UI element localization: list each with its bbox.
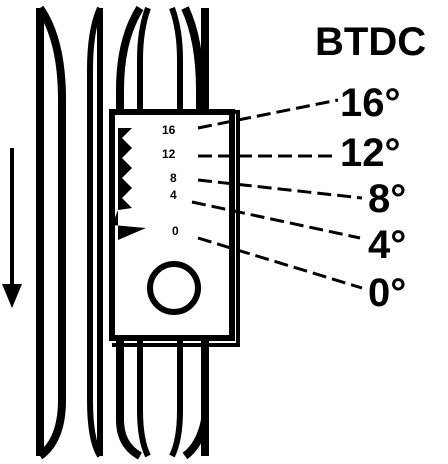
plate-mark: 12 [162, 147, 176, 161]
leader-lines [191, 98, 363, 290]
pulley [36, 5, 209, 460]
plate-marks: 16 12 8 4 0 [162, 123, 179, 238]
arrow-down-icon [2, 148, 22, 308]
degree-label: 0° [368, 271, 406, 315]
heading: BTDC [315, 20, 426, 64]
plate-mark: 16 [162, 123, 176, 137]
degree-label: 4° [368, 223, 406, 267]
plate-mark: 0 [172, 224, 179, 238]
timing-notch-icon [112, 128, 146, 240]
timing-plate [109, 109, 240, 347]
plate-mark: 8 [170, 171, 177, 185]
degree-labels: 16° 12° 8° 4° 0° [340, 81, 406, 315]
degree-label: 16° [340, 81, 401, 125]
degree-label: 12° [340, 131, 401, 175]
mounting-hole [147, 261, 201, 315]
degree-label: 8° [368, 177, 406, 221]
plate-mark: 4 [170, 188, 177, 202]
